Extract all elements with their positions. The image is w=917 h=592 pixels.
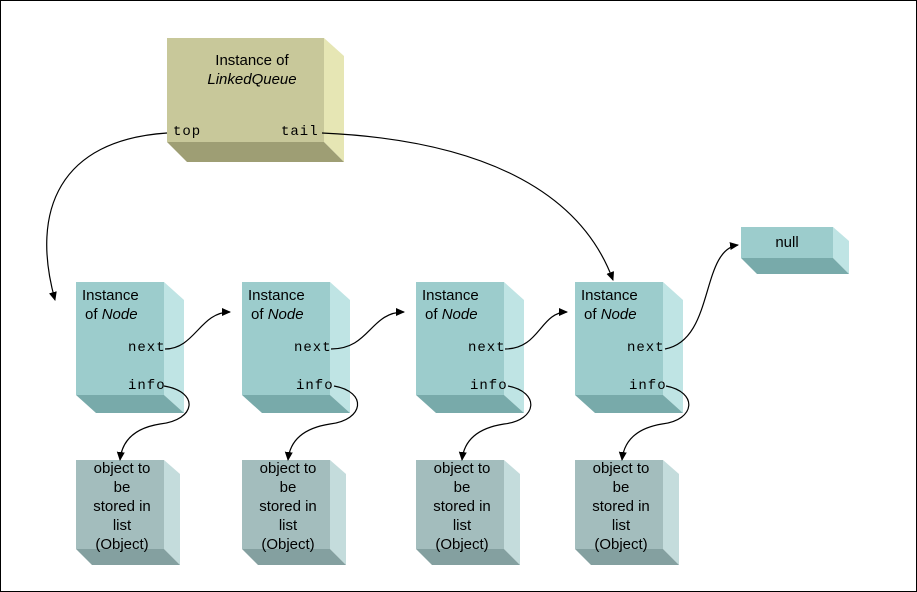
arrow-next-3-to-4 (504, 308, 568, 350)
linkedqueue-top-field: top (173, 124, 202, 140)
arrow-next-4-to-null (664, 242, 739, 350)
linkedqueue-tail-field: tail (281, 124, 319, 140)
node-4-label-line2: of Node (584, 306, 637, 323)
node-box-1 (76, 282, 184, 413)
node-3-label-line2: of Node (425, 306, 478, 323)
linkedqueue-label-line2: LinkedQueue (207, 71, 297, 88)
node-2-next-field: next (294, 340, 332, 356)
linkedqueue-label-line1: Instance of (215, 52, 289, 69)
object-box-1 (76, 460, 180, 565)
null-label: null (775, 234, 799, 251)
node-4-next-field: next (627, 340, 665, 356)
node-3-label-line1: Instance (422, 287, 479, 304)
arrow-tail-to-node4 (321, 132, 614, 281)
arrow-next-2-to-3 (330, 308, 405, 350)
object-box-4 (575, 460, 679, 565)
node-1-label-line1: Instance (82, 287, 139, 304)
node-2-info-field: info (296, 378, 334, 394)
arrow-info-3-to-obj3 (458, 385, 532, 461)
node-1-info-field: info (128, 378, 166, 394)
arrow-next-1-to-2 (164, 308, 231, 350)
object-box-3 (416, 460, 520, 565)
node-box-2 (242, 282, 350, 413)
object-box-2 (242, 460, 346, 565)
node-1-next-field: next (128, 340, 166, 356)
arrow-info-2-to-obj2 (284, 385, 359, 461)
arrow-info-1-to-obj1 (116, 385, 190, 461)
node-3-info-field: info (470, 378, 508, 394)
arrow-info-4-to-obj4 (618, 385, 690, 461)
null-box (741, 227, 849, 274)
node-4-label-line1: Instance (581, 287, 638, 304)
node-1-label-line2: of Node (85, 306, 138, 323)
arrow-top-to-node1 (46, 132, 168, 301)
node-2-label-line1: Instance (248, 287, 305, 304)
node-2-label-line2: of Node (251, 306, 304, 323)
linkedqueue-box (167, 38, 344, 162)
node-3-next-field: next (468, 340, 506, 356)
node-box-4 (575, 282, 683, 413)
node-4-info-field: info (629, 378, 667, 394)
